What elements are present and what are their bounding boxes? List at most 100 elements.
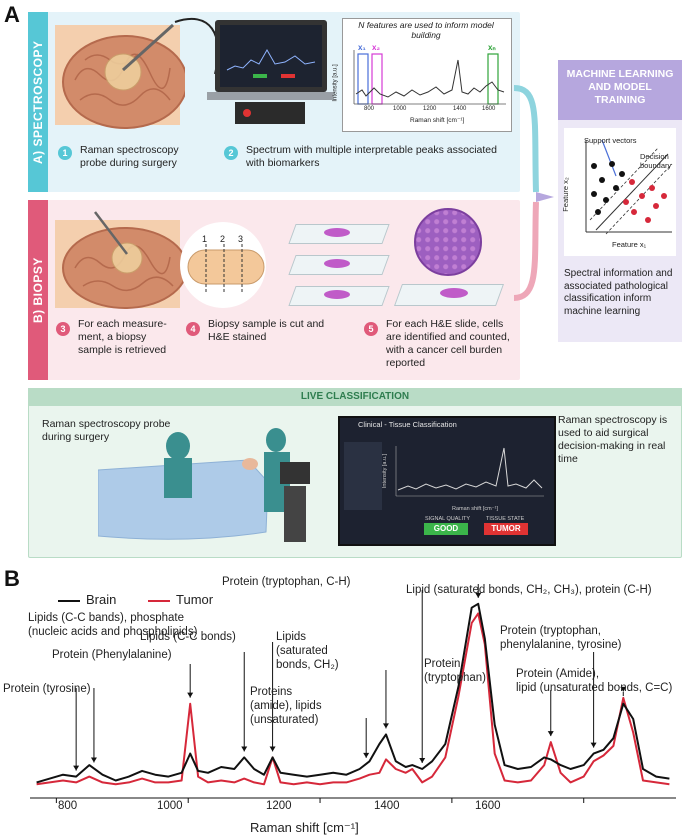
signal-quality-badge: GOOD — [424, 523, 468, 535]
inset-feature-x2: x₂ — [372, 43, 381, 52]
annotation-arrowhead — [382, 723, 389, 729]
spectroscopy-sidebar-label: A) SPECTROSCOPY — [31, 40, 45, 164]
annotation-amide-cc-2: lipid (unsaturated bonds, C=C) — [516, 682, 673, 694]
legend-tumor-swatch — [148, 600, 170, 602]
annotation-phenylalanine: Protein (Phenylalanine) — [52, 649, 172, 661]
decision-boundary-label: Decision boundary — [640, 152, 672, 170]
annotation-tryptophan-2: (tryptophan) — [424, 672, 487, 684]
annotation-arrowhead — [620, 686, 627, 692]
surgery-scene-illustration — [98, 428, 310, 542]
monitor-spectrum — [395, 446, 544, 497]
step-3-text: For each measure-ment, a biopsy sample i… — [78, 318, 167, 356]
annotation-amide-1: Proteins — [250, 686, 293, 698]
annotation-cc-bands-1: Lipids (C-C bands), phosphate — [28, 612, 184, 624]
panel-a-letter: A — [4, 2, 20, 27]
step-4-text: Biopsy sample is cut and H&E stained — [208, 318, 325, 343]
slide-stain-3 — [324, 290, 350, 299]
annotation-cc-bonds: Lipids (C-C bonds) — [140, 631, 236, 643]
legend: Brain Tumor — [58, 592, 218, 608]
laptop-instrument-icon — [207, 20, 333, 124]
annotation-tyrosine: Protein (tyrosine) — [3, 683, 91, 695]
step-4-badge: 4 — [186, 322, 200, 336]
ml-header: MACHINE LEARNING AND MODEL TRAINING — [566, 68, 674, 106]
annotation-trp-phe-tyr-1: Protein (tryptophan, — [500, 625, 602, 637]
live-right-text: Raman spectroscopy is used to aid surgic… — [558, 414, 668, 465]
annotation-amide-cc-1: Protein (Amide), — [516, 668, 600, 680]
live-left-text: Raman spectroscopy probe during surgery — [42, 418, 171, 443]
series-line-brain — [36, 602, 670, 784]
x-tick-1200: 1200 — [266, 800, 292, 812]
step-2-text: Spectrum with multiple interpretable pea… — [246, 144, 497, 169]
monitor-xlabel: Raman shift [cm⁻¹] — [452, 506, 498, 512]
signal-quality-label: SIGNAL QUALITY — [425, 516, 471, 522]
inset-tick-1000: 1000 — [393, 106, 407, 112]
annotation-trp-phe-tyr-2: phenylalanine, tyrosine) — [500, 639, 622, 651]
annotation-arrowhead — [73, 765, 80, 771]
live-header-bar — [28, 388, 682, 406]
biopsy-sample-illustration — [187, 244, 265, 292]
monitor-ylabel: Intensity [a.u.] — [382, 453, 389, 489]
legend-tumor-label: Tumor — [176, 592, 214, 607]
tissue-state-badge: TUMOR — [484, 523, 528, 535]
spectrum-inset-chart — [353, 50, 506, 105]
feature-y-label: Feature x₂ — [560, 177, 570, 212]
annotation-arrowhead — [475, 592, 482, 598]
inset-tick-1600: 1600 — [482, 106, 496, 112]
annotation-lipids-ch2-2: (saturated — [276, 645, 328, 657]
annotation-arrowhead — [241, 746, 248, 752]
support-vectors-label: Support vectors — [584, 136, 637, 145]
annotation-tryptophan-1: Protein — [424, 658, 461, 670]
raman-spectrum-chart — [30, 584, 676, 803]
annotation-arrowhead — [90, 757, 97, 763]
inset-xlabel: Raman shift [cm⁻¹] — [410, 117, 465, 124]
inset-feature-x1: x₁ — [358, 43, 366, 52]
annotation-tryptophan-ch: Protein (tryptophan, C-H) — [222, 576, 351, 588]
step-5-badge: 5 — [364, 322, 378, 336]
spectrum-inset-title: N features are used to inform model buil… — [358, 20, 494, 40]
monitor-title: Clinical - Tissue Classification — [358, 420, 457, 429]
cut-label-3: 3 — [238, 234, 244, 244]
he-slide-stain — [440, 288, 468, 298]
step-1-badge: 1 — [58, 146, 72, 160]
annotation-arrowhead — [419, 757, 426, 763]
x-tick-800: 800 — [58, 800, 78, 812]
step-2-badge: 2 — [224, 146, 238, 160]
inset-tick-1200: 1200 — [423, 106, 437, 112]
inset-tick-800: 800 — [364, 106, 375, 112]
annotation-arrowhead — [363, 752, 370, 758]
spectrum-inset — [342, 18, 512, 132]
he-magnification-circle — [414, 208, 482, 276]
brain-biopsy-illustration — [55, 211, 185, 309]
feature-x-label: Feature x₁ — [612, 240, 647, 249]
ml-description: Spectral information and associated path… — [564, 268, 673, 317]
inset-feature-xn: xₙ — [488, 43, 496, 52]
annotation-arrowhead — [269, 746, 276, 752]
annotation-arrowhead — [187, 692, 194, 698]
series-line-tumor — [36, 612, 670, 786]
x-tick-1000: 1000 — [157, 800, 183, 812]
inset-ylabel: Intensity [a.u.] — [332, 64, 339, 102]
annotation-lipids-ch2-3: bonds, CH₂) — [276, 659, 339, 671]
brain-probe-illustration — [55, 23, 185, 129]
x-axis-label: Raman shift [cm⁻¹] — [250, 820, 359, 835]
spectroscopy-sidebar: A) SPECTROSCOPY — [28, 12, 48, 192]
x-tick-1600: 1600 — [475, 800, 501, 812]
biopsy-sidebar-label: B) BIOPSY — [31, 257, 45, 323]
legend-brain-label: Brain — [86, 592, 117, 607]
flow-arrows — [513, 85, 554, 301]
svm-plot — [585, 139, 673, 235]
slide-stain-1 — [324, 228, 350, 237]
x-tick-1400: 1400 — [374, 800, 400, 812]
ml-header-box — [558, 60, 682, 120]
annotation-arrowhead — [547, 731, 554, 737]
panel-b-letter: B — [4, 566, 20, 591]
legend-brain-swatch — [58, 600, 80, 602]
step-5-text: For each H&E slide, cells are identified… — [386, 318, 510, 369]
tissue-state-label: TISSUE STATE — [486, 516, 525, 522]
step-1-text: Raman spectroscopy probe during surgery — [80, 144, 179, 169]
annotation-cc-bands-2: (nucleic acids and phospholipids) — [28, 626, 198, 638]
annotation-amide-3: (unsaturated) — [250, 714, 319, 726]
step-3-badge: 3 — [56, 322, 70, 336]
live-header: LIVE CLASSIFICATION — [300, 391, 410, 402]
annotation-arrowhead — [590, 742, 597, 748]
